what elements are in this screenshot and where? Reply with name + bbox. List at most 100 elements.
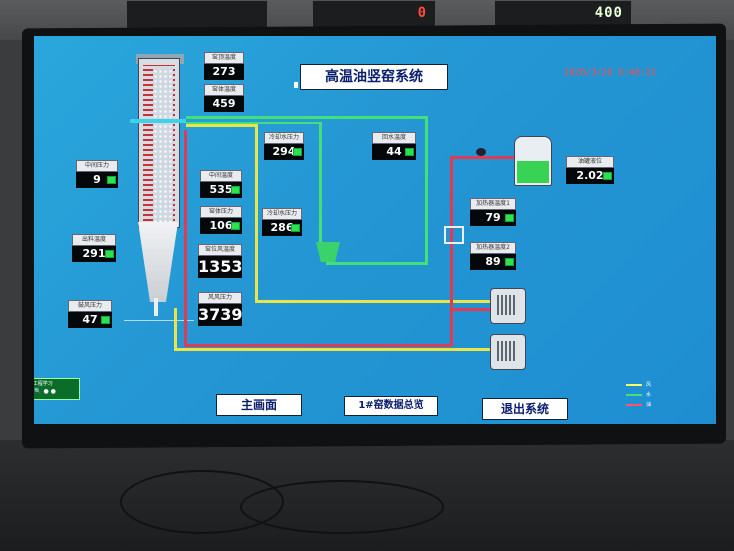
kiln-band — [130, 119, 186, 123]
readout-number: 79 — [485, 211, 501, 224]
readout-value: 291 — [72, 246, 116, 262]
main-screen-button[interactable]: 主画面 — [216, 394, 302, 416]
readout-value: 2.02 — [566, 168, 614, 184]
readout-number: 89 — [485, 255, 501, 268]
pipe-green — [186, 122, 320, 124]
readout-return-temp: 回水温度 44 — [372, 132, 416, 160]
hmi-toolbar[interactable]: + 工程学习 ◎ 🔍 ● ● — [34, 378, 80, 400]
readout-cool-air-2: 风风压力 3739 — [198, 292, 243, 326]
kiln-material — [153, 69, 173, 223]
readout-cool-air-1: 窑位风温度 1353 — [198, 244, 243, 278]
hmi-screen: 高温油竖窑系统 2020/3/26 8:48:22 窑顶温度 273 窑体温度 … — [34, 36, 716, 424]
readout-label: 窑位风温度 — [198, 244, 242, 256]
readout-number: 291 — [82, 247, 106, 260]
readout-value: 294 — [264, 144, 304, 160]
valve-icon — [444, 226, 464, 244]
readout-number: 286 — [270, 221, 294, 234]
ground-line — [124, 320, 194, 321]
readout-number: 9 — [93, 173, 101, 186]
kiln-lining — [143, 65, 175, 223]
readout-cool-pressure: 窑体压力 106 — [200, 206, 242, 234]
readout-number: 2.02 — [576, 169, 604, 182]
readout-top-temp: 窑顶温度 273 — [204, 52, 244, 80]
pipe-green — [319, 122, 322, 244]
readout-number: 44 — [386, 145, 402, 158]
readout-value: 273 — [204, 64, 244, 80]
exit-system-button[interactable]: 退出系统 — [482, 398, 568, 420]
readout-value: 89 — [470, 254, 516, 270]
readout-label: 窑体压力 — [200, 206, 242, 218]
status-tag-icon — [105, 250, 114, 258]
readout-label: 出料温度 — [72, 234, 116, 246]
pipe-yellow — [174, 348, 501, 351]
pipe-yellow — [255, 124, 258, 302]
readout-value: 79 — [470, 210, 516, 226]
cable — [240, 480, 444, 534]
readout-value: 1353 — [198, 256, 243, 278]
readout-outlet: 出料温度 291 — [72, 234, 116, 262]
pipe-red — [184, 344, 452, 347]
readout-water-1: 冷却水压力 294 — [264, 132, 304, 160]
toolbar-icons[interactable]: ◎ 🔍 ● ● — [34, 388, 56, 395]
readout-label: 窑体温度 — [204, 84, 244, 96]
pipe-green — [186, 116, 428, 119]
readout-value: 47 — [68, 312, 112, 328]
status-tag-icon — [231, 222, 240, 230]
oil-tank-level — [517, 161, 549, 183]
legend-label-water: 水 — [646, 392, 652, 398]
readout-mid-pressure: 中间压力 9 — [76, 160, 118, 188]
page-title: 高温油竖窑系统 — [300, 64, 448, 90]
status-tag-icon — [505, 258, 514, 266]
legend-line-water — [626, 394, 642, 396]
pipe-red — [184, 130, 187, 346]
readout-value: 106 — [200, 218, 242, 234]
readout-number: 106 — [209, 219, 233, 232]
readout-value: 3739 — [198, 304, 243, 326]
readout-water-2: 冷却水压力 286 — [262, 208, 302, 236]
timestamp: 2020/3/26 8:48:22 — [564, 68, 657, 78]
readout-label: 加热器温度1 — [470, 198, 516, 210]
pipe-red — [450, 308, 502, 311]
status-tag-icon — [603, 172, 612, 180]
status-tag-icon — [291, 224, 300, 232]
status-tag-icon — [231, 186, 240, 194]
readout-kiln-temp: 窑体温度 459 — [204, 84, 244, 112]
pipe-red — [450, 158, 453, 346]
pipe-yellow — [174, 308, 177, 350]
pipe-yellow — [255, 300, 501, 303]
readout-heat-2: 加热器温度2 89 — [470, 242, 516, 270]
readout-number: 535 — [209, 183, 233, 196]
pipe-red — [450, 156, 514, 159]
mouse-cursor-icon — [294, 82, 298, 88]
oil-tank — [514, 136, 552, 186]
meter-readout-right: 400 — [594, 5, 623, 21]
legend-label-oil: 油 — [646, 402, 652, 408]
kiln-cone — [138, 222, 178, 302]
readout-heat-1: 加热器温度1 79 — [470, 198, 516, 226]
pipe-green — [425, 116, 428, 264]
status-tag-icon — [101, 316, 110, 324]
legend-line-oil — [626, 404, 642, 406]
readout-value: 9 — [76, 172, 118, 188]
kiln-overview-button[interactable]: 1#窑数据总览 — [344, 396, 438, 416]
meter-readout-center: 0 — [417, 5, 427, 21]
readout-oil-level: 油罐液位 2.02 — [566, 156, 614, 184]
status-tag-icon — [293, 148, 302, 156]
pipe-yellow — [186, 124, 258, 127]
sensor-icon — [476, 148, 486, 156]
fan-blower-1 — [490, 288, 526, 324]
readout-value: 44 — [372, 144, 416, 160]
status-tag-icon — [405, 148, 414, 156]
status-tag-icon — [505, 214, 514, 222]
status-tag-icon — [107, 176, 116, 184]
readout-mid-temp: 中间温度 535 — [200, 170, 242, 198]
toolbar-label: + 工程学习 — [34, 381, 53, 387]
readout-air-pressure: 鼓风压力 47 — [68, 300, 112, 328]
readout-value: 535 — [200, 182, 242, 198]
water-pump — [316, 242, 340, 262]
pipe-green — [326, 262, 428, 265]
readout-label: 冷却水压力 — [262, 208, 302, 220]
readout-label: 鼓风压力 — [68, 300, 112, 312]
readout-label: 风风压力 — [198, 292, 242, 304]
kiln-outlet — [154, 298, 158, 316]
